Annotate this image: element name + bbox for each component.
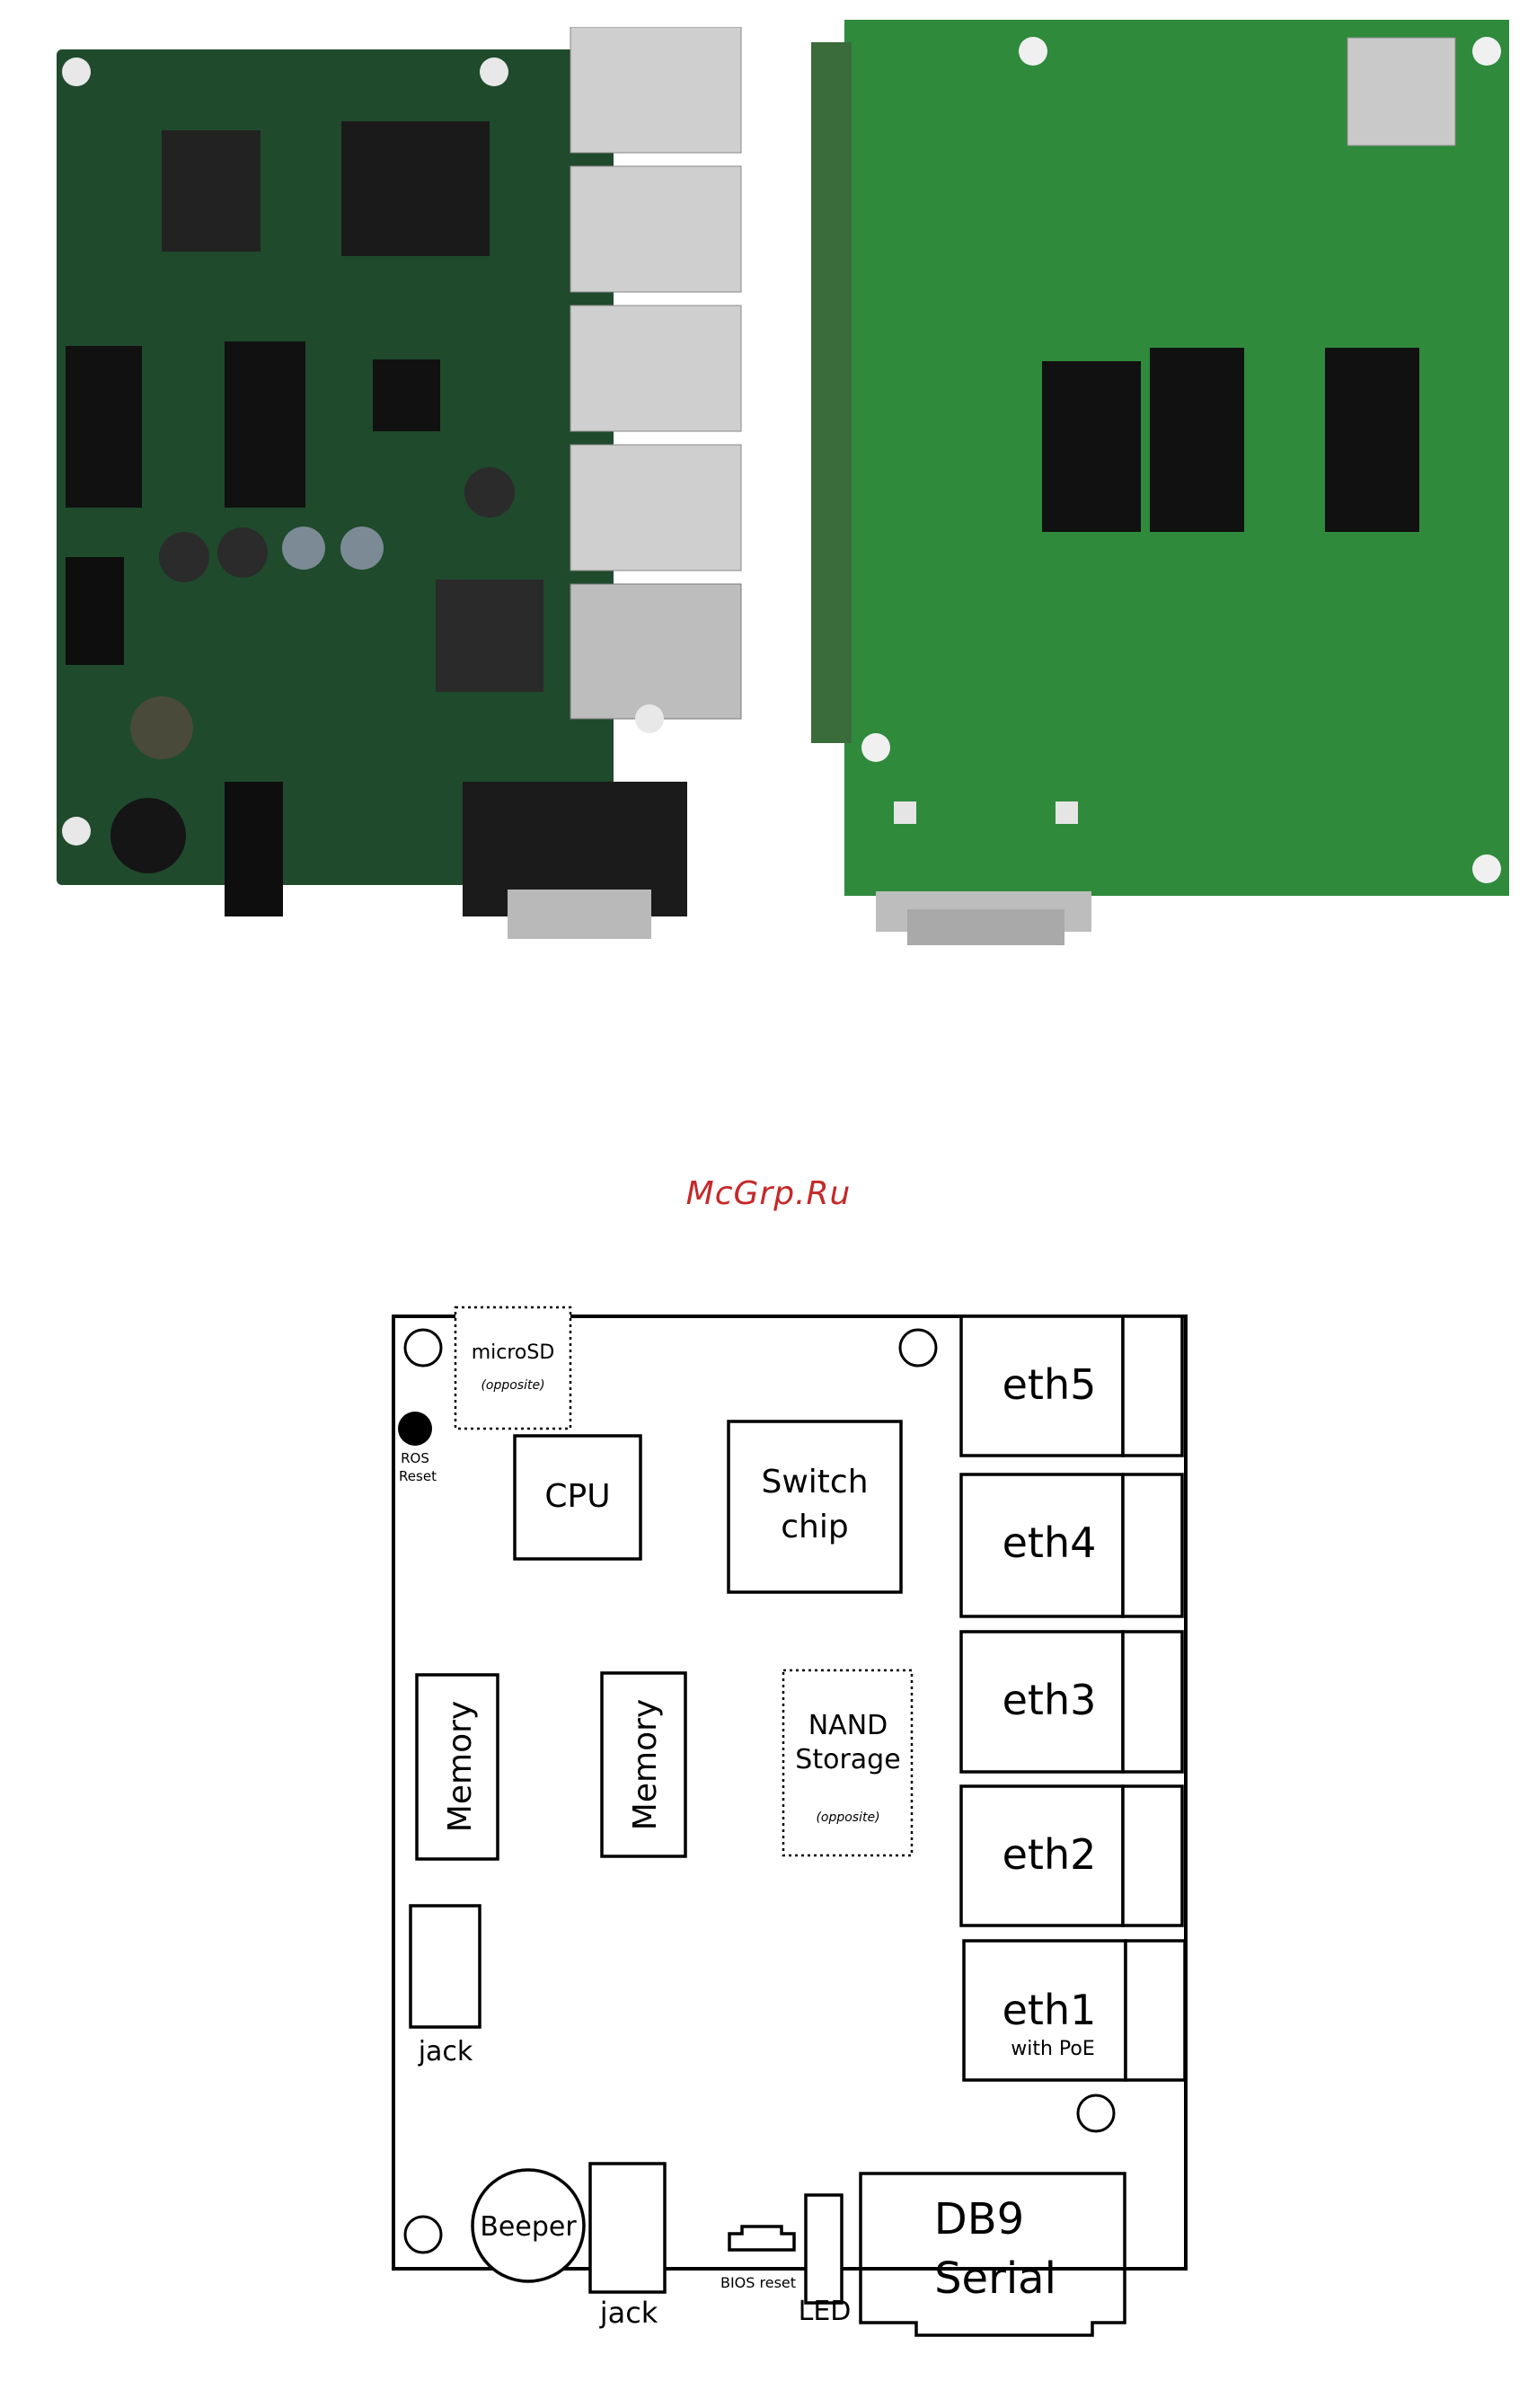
cpu-label: CPU <box>544 1478 610 1515</box>
ros-reset-label-line1: ROS <box>401 1450 429 1466</box>
microsd-note: (opposite) <box>481 1378 544 1393</box>
port-eth3: eth3 <box>961 1632 1182 1772</box>
port-eth5: eth5 <box>961 1316 1182 1456</box>
port-label: eth1 <box>1003 1986 1097 2034</box>
jack-top-label: jack <box>418 2036 473 2067</box>
mount-hole-right <box>1078 2095 1114 2131</box>
ros-reset-button <box>398 1412 432 1446</box>
mount-hole-top-left <box>405 1330 441 1366</box>
nand-note: (opposite) <box>816 1810 879 1825</box>
beeper-label: Beeper <box>480 2211 577 2243</box>
microsd-label: microSD <box>472 1341 555 1364</box>
switch-chip-box <box>729 1421 901 1592</box>
switch-chip-label-line1: Switch <box>761 1464 868 1501</box>
led-label: LED <box>799 2296 852 2327</box>
db9-label-line1: DB9 <box>934 2194 1024 2244</box>
jack-top-box <box>411 1906 480 2027</box>
port-label: eth5 <box>1003 1360 1097 1409</box>
port-eth4: eth4 <box>961 1474 1182 1616</box>
port-label: eth4 <box>1003 1518 1097 1567</box>
memory-label-2: Memory <box>627 1699 664 1830</box>
db9-label-line2: Serial <box>934 2253 1056 2304</box>
jack-bottom-label: jack <box>599 2296 658 2330</box>
nand-label-line1: NAND <box>808 1710 888 1741</box>
jack-bottom-box <box>590 2164 665 2292</box>
memory-label-1: Memory <box>442 1701 479 1832</box>
nand-label-line2: Storage <box>795 1744 900 1775</box>
bios-reset-label: BIOS reset <box>720 2274 796 2291</box>
mount-hole-top-right <box>900 1330 936 1366</box>
switch-chip-label-line2: chip <box>781 1509 848 1545</box>
port-label: eth2 <box>1003 1830 1097 1879</box>
mount-hole-bottom-left <box>405 2217 441 2253</box>
ros-reset-label-line2: Reset <box>399 1468 437 1484</box>
port-label: eth3 <box>1003 1676 1097 1724</box>
led-box <box>806 2195 842 2303</box>
port-eth2: eth2 <box>961 1786 1182 1926</box>
bios-reset-switch <box>729 2227 794 2250</box>
microsd-slot <box>455 1307 570 1429</box>
port-eth1: eth1 with PoE <box>964 1941 1185 2080</box>
port-sublabel: with PoE <box>1011 2038 1095 2060</box>
